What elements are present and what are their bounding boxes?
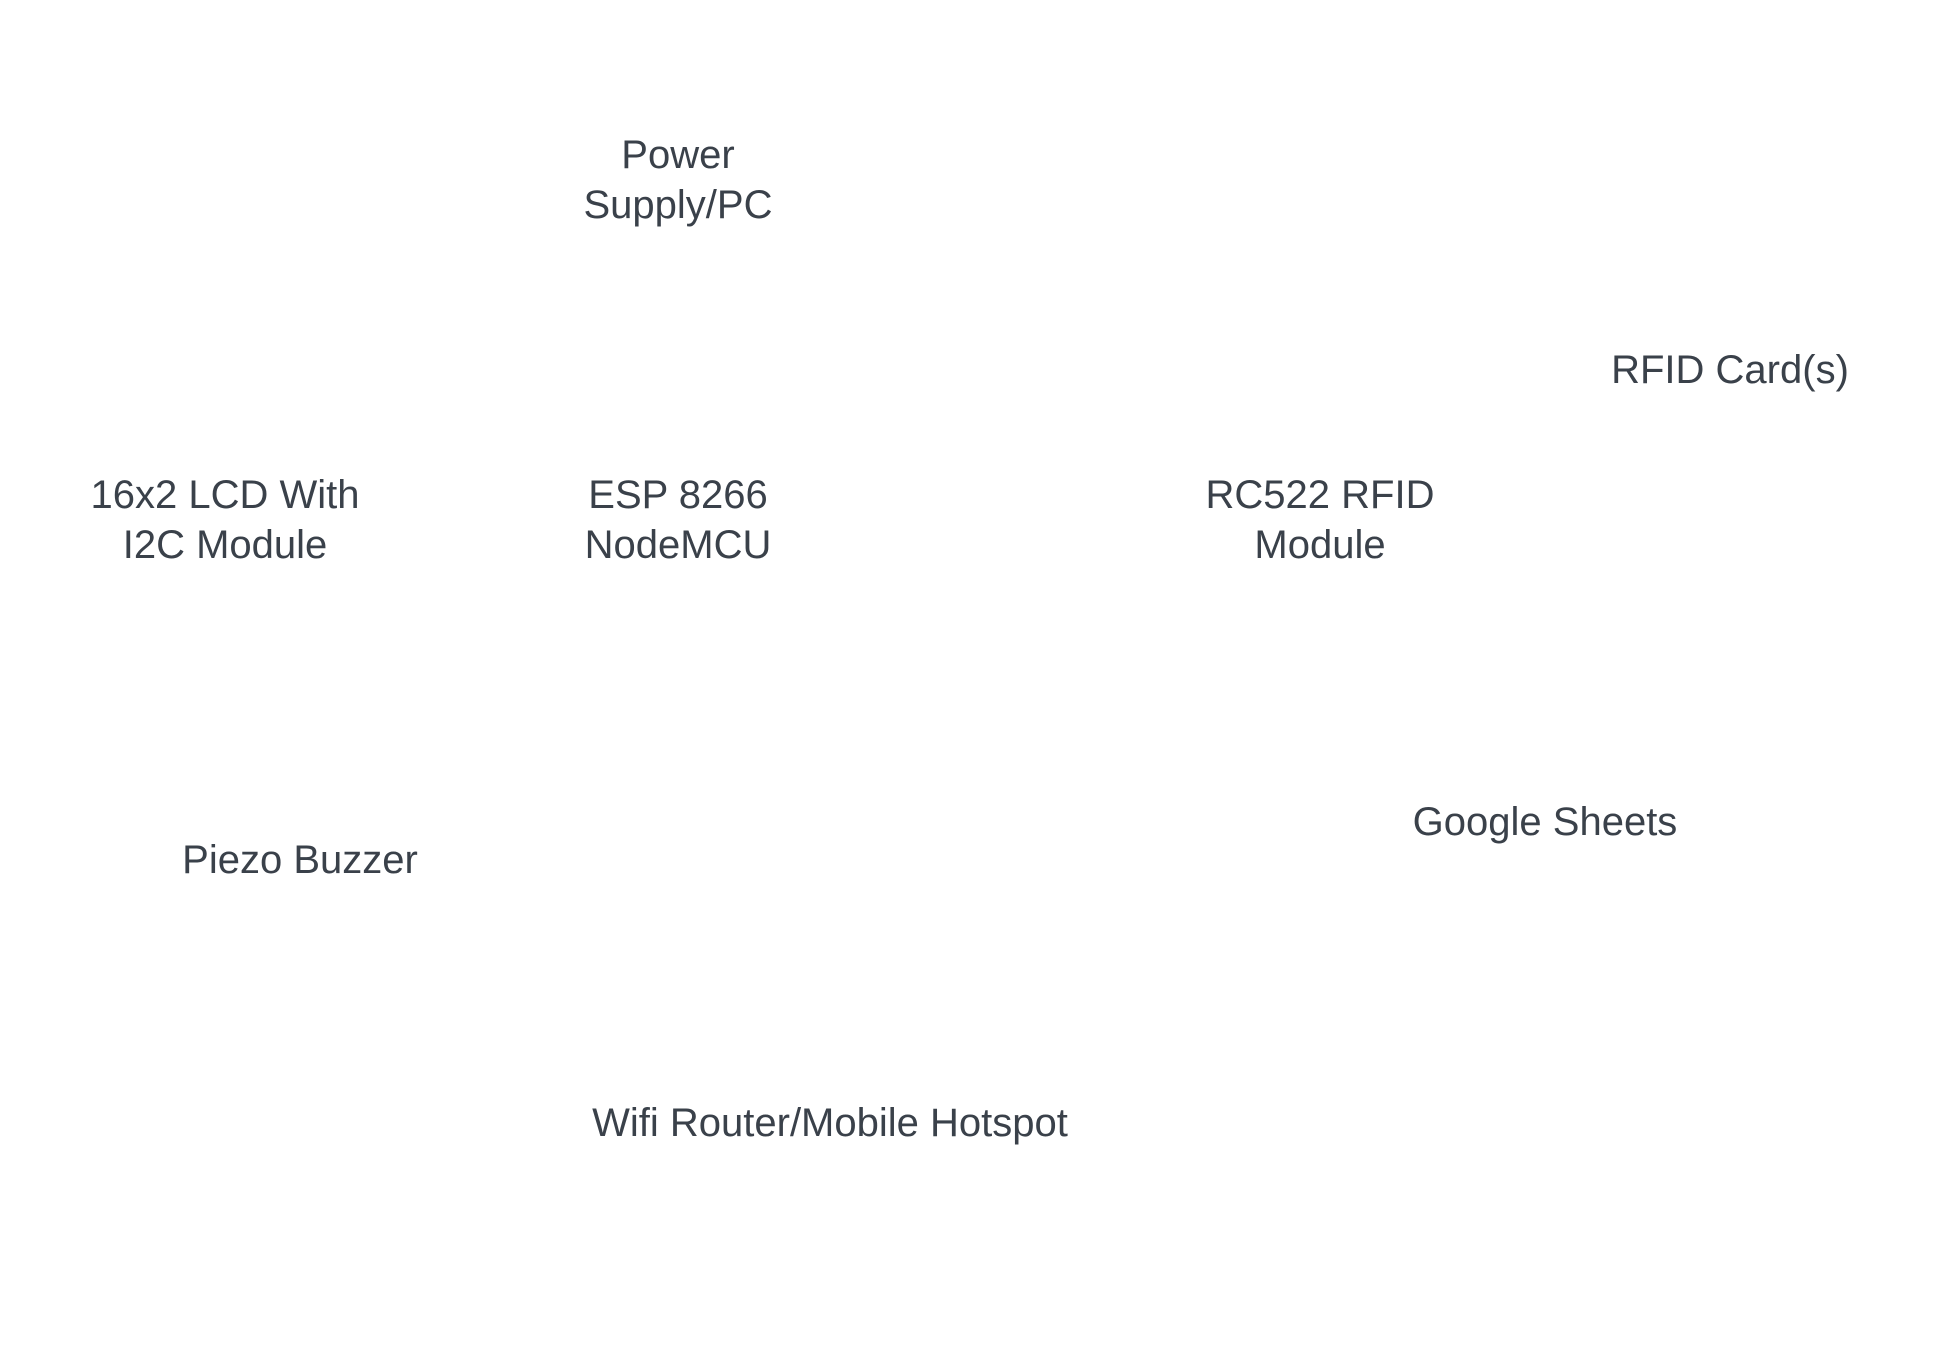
node-wifi-router-label: Wifi Router/Mobile Hotspot [592,1101,1068,1145]
node-wifi-router: Wifi Router/Mobile Hotspot [560,1098,1100,1148]
node-power-supply-line1: Power [621,133,735,177]
node-rc522-line1: RC522 RFID [1205,473,1435,517]
node-esp8266-line1: ESP 8266 [588,473,768,517]
node-lcd: 16x2 LCD With I2C Module [45,470,405,570]
node-lcd-line2: I2C Module [122,523,328,567]
node-rfid-cards: RFID Card(s) [1560,345,1900,395]
node-power-supply: Power Supply/PC [528,130,828,230]
node-rc522: RC522 RFID Module [1170,470,1470,570]
node-rc522-line2: Module [1254,523,1386,567]
node-rfid-cards-label: RFID Card(s) [1611,348,1849,392]
node-esp8266: ESP 8266 NodeMCU [528,470,828,570]
node-piezo-buzzer-label: Piezo Buzzer [182,838,418,882]
node-google-sheets: Google Sheets [1365,797,1725,847]
node-lcd-line1: 16x2 LCD With [90,473,360,517]
node-piezo-buzzer: Piezo Buzzer [150,835,450,885]
node-esp8266-line2: NodeMCU [584,523,772,567]
node-google-sheets-label: Google Sheets [1412,800,1678,844]
node-power-supply-line2: Supply/PC [583,183,773,227]
